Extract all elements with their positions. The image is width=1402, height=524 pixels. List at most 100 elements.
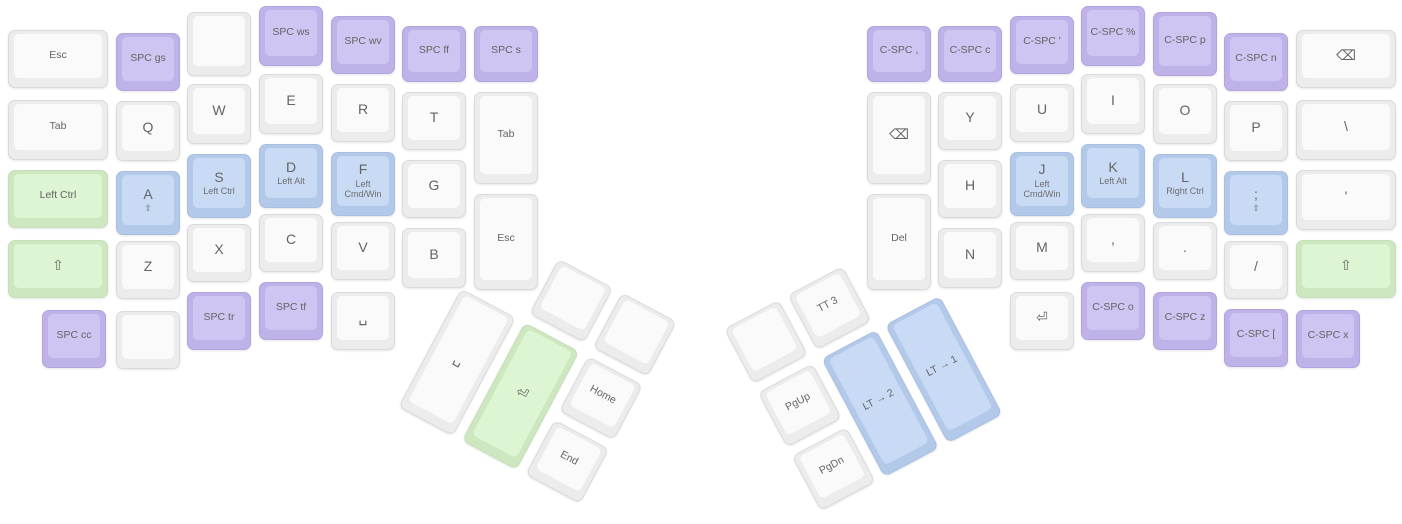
key-label: W bbox=[212, 102, 226, 119]
key-cspc-comma[interactable]: C-SPC , bbox=[867, 26, 931, 82]
keycap-surface: ⌫ bbox=[1302, 34, 1390, 78]
key-sublabel: Right Ctrl bbox=[1166, 186, 1204, 197]
key-spc-ws[interactable]: SPC ws bbox=[259, 6, 323, 66]
key-t[interactable]: T bbox=[402, 92, 466, 150]
key-p[interactable]: P bbox=[1224, 101, 1288, 161]
keycap-surface: C-SPC [ bbox=[1230, 313, 1282, 357]
key-left-shift[interactable]: ⇧ bbox=[8, 240, 108, 298]
key-quote[interactable]: ' bbox=[1296, 170, 1396, 230]
key-spc-ff[interactable]: SPC ff bbox=[402, 26, 466, 82]
key-w[interactable]: W bbox=[187, 84, 251, 144]
keycap-surface: E bbox=[265, 78, 317, 124]
key-r[interactable]: R bbox=[331, 84, 395, 142]
key-spc-gs[interactable]: SPC gs bbox=[116, 33, 180, 91]
key-spc-tr[interactable]: SPC tr bbox=[187, 292, 251, 350]
key-thumb-blank-2[interactable] bbox=[593, 292, 677, 377]
key-space-left[interactable]: ␣ bbox=[331, 292, 395, 350]
keycap-surface: Esc bbox=[14, 34, 102, 78]
keycap-surface: C-SPC n bbox=[1230, 37, 1282, 81]
keycap-surface: M bbox=[1016, 226, 1068, 270]
key-n[interactable]: N bbox=[938, 228, 1002, 288]
key-cspc-p[interactable]: C-SPC p bbox=[1153, 12, 1217, 76]
key-esc[interactable]: Esc bbox=[8, 30, 108, 88]
key-spc-wv[interactable]: SPC wv bbox=[331, 16, 395, 74]
key-tab-tall[interactable]: Tab bbox=[474, 92, 538, 184]
keycap-surface: C-SPC ' bbox=[1016, 20, 1068, 64]
key-label: C-SPC [ bbox=[1236, 328, 1276, 341]
key-cspc-c[interactable]: C-SPC c bbox=[938, 26, 1002, 82]
keycap-surface: O bbox=[1159, 88, 1211, 134]
key-label: C-SPC o bbox=[1092, 301, 1134, 314]
keycap-surface: , bbox=[1087, 218, 1139, 262]
key-cspc-n[interactable]: C-SPC n bbox=[1224, 33, 1288, 91]
key-cspc-quote[interactable]: C-SPC ' bbox=[1010, 16, 1074, 74]
key-c[interactable]: C bbox=[259, 214, 323, 272]
key-blank-top[interactable] bbox=[187, 12, 251, 76]
key-x[interactable]: X bbox=[187, 224, 251, 282]
key-spc-s[interactable]: SPC s bbox=[474, 26, 538, 82]
key-i[interactable]: I bbox=[1081, 74, 1145, 134]
keycap-surface: W bbox=[193, 88, 245, 134]
key-b[interactable]: B bbox=[402, 228, 466, 288]
key-label: ⌫ bbox=[889, 126, 909, 143]
keycap-surface: ␣ bbox=[337, 296, 389, 340]
key-m[interactable]: M bbox=[1010, 222, 1074, 280]
key-label: I bbox=[1111, 92, 1115, 109]
key-y[interactable]: Y bbox=[938, 92, 1002, 150]
key-h[interactable]: H bbox=[938, 160, 1002, 218]
key-esc-tall[interactable]: Esc bbox=[474, 194, 538, 290]
keycap-surface: ⌫ bbox=[873, 96, 925, 174]
key-period[interactable]: . bbox=[1153, 222, 1217, 280]
key-backspace-tall[interactable]: ⌫ bbox=[867, 92, 931, 184]
key-o[interactable]: O bbox=[1153, 84, 1217, 144]
keycap-surface: SPC s bbox=[480, 30, 532, 72]
key-tab[interactable]: Tab bbox=[8, 100, 108, 160]
key-label: Home bbox=[587, 382, 619, 407]
key-label: T bbox=[429, 109, 439, 126]
key-label: C-SPC p bbox=[1164, 34, 1206, 47]
key-cspc-z[interactable]: C-SPC z bbox=[1153, 292, 1217, 350]
key-right-shift[interactable]: ⇧ bbox=[1296, 240, 1396, 298]
key-cspc-bracket[interactable]: C-SPC [ bbox=[1224, 309, 1288, 367]
key-blank-bottom[interactable] bbox=[116, 311, 180, 369]
key-e[interactable]: E bbox=[259, 74, 323, 134]
keycap-surface: C-SPC c bbox=[944, 30, 996, 72]
keycap-surface: SPC tf bbox=[265, 286, 317, 330]
key-home[interactable]: Home bbox=[559, 356, 644, 441]
key-v[interactable]: V bbox=[331, 222, 395, 280]
key-label: N bbox=[964, 246, 976, 263]
key-slash[interactable]: / bbox=[1224, 241, 1288, 299]
keycap-surface: R bbox=[337, 88, 389, 132]
key-spc-tf[interactable]: SPC tf bbox=[259, 282, 323, 340]
key-backspace-wide[interactable]: ⌫ bbox=[1296, 30, 1396, 88]
key-pgdn[interactable]: PgDn bbox=[791, 427, 876, 511]
key-cspc-x[interactable]: C-SPC x bbox=[1296, 310, 1360, 368]
key-q[interactable]: Q bbox=[116, 101, 180, 161]
keycap-surface: SPC ff bbox=[408, 30, 460, 72]
key-left-ctrl[interactable]: Left Ctrl bbox=[8, 170, 108, 228]
key-spc-cc[interactable]: SPC cc bbox=[42, 310, 106, 368]
key-semicolon[interactable]: ;⇧ bbox=[1224, 171, 1288, 235]
key-label: ⏎ bbox=[1036, 309, 1048, 326]
key-cspc-o[interactable]: C-SPC o bbox=[1081, 282, 1145, 340]
key-u[interactable]: U bbox=[1010, 84, 1074, 142]
key-del[interactable]: Del bbox=[867, 194, 931, 290]
key-z[interactable]: Z bbox=[116, 241, 180, 299]
key-enter-right[interactable]: ⏎ bbox=[1010, 292, 1074, 350]
key-comma[interactable]: , bbox=[1081, 214, 1145, 272]
key-a[interactable]: A⇧ bbox=[116, 171, 180, 235]
keycap-surface bbox=[539, 265, 607, 332]
keycap-surface: V bbox=[337, 226, 389, 270]
key-end[interactable]: End bbox=[525, 419, 610, 504]
key-cspc-percent[interactable]: C-SPC % bbox=[1081, 6, 1145, 66]
key-g[interactable]: G bbox=[402, 160, 466, 218]
key-backslash[interactable]: \ bbox=[1296, 100, 1396, 160]
key-label: R bbox=[357, 101, 369, 118]
